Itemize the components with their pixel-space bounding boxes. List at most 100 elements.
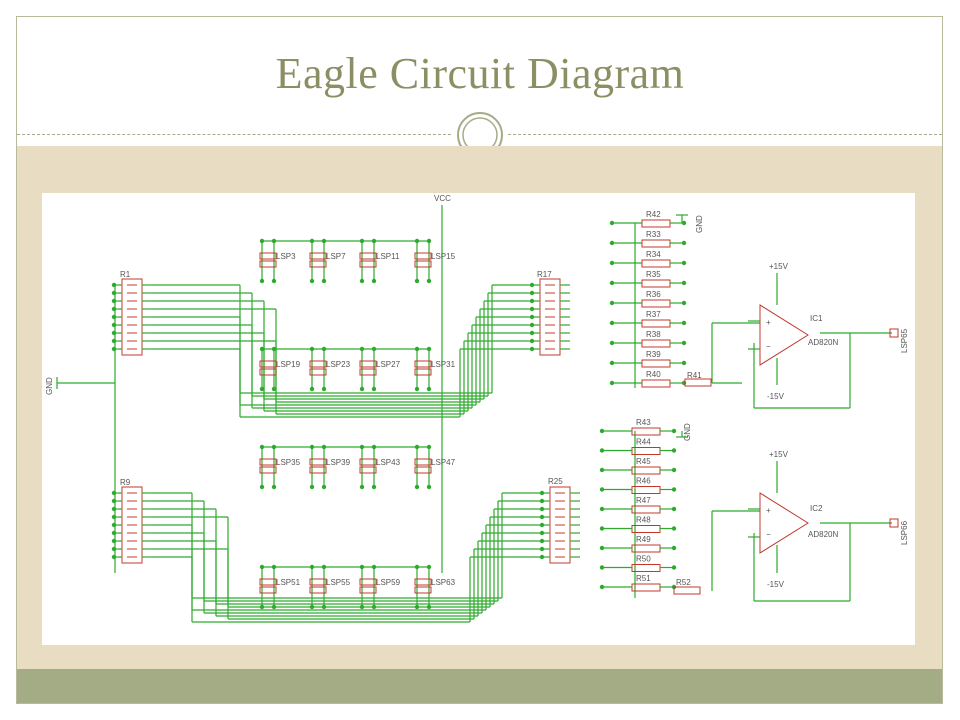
switch-label-lsp35: LSP35 <box>276 458 301 467</box>
switch-lsp7 <box>309 252 327 260</box>
resistor-r49 <box>631 544 661 553</box>
switch-label-lsp63: LSP63 <box>431 578 456 587</box>
ic1-label: IC1 <box>810 314 823 323</box>
gnd-bottom-label: GND <box>683 423 692 441</box>
lsp66-label: LSP66 <box>900 520 909 545</box>
connector-lsp65 <box>889 328 899 338</box>
r1-label: R1 <box>120 270 131 279</box>
footer-band <box>17 669 942 703</box>
resistor-r48 <box>631 525 661 533</box>
op-amp-ic1 <box>759 304 809 366</box>
resistor-label-r42: R42 <box>646 210 661 219</box>
ic1-vpos-label: +15V <box>769 262 789 271</box>
r9-label: R9 <box>120 478 131 487</box>
switch-label-lsp3: LSP3 <box>276 252 296 261</box>
switch-label-lsp7: LSP7 <box>326 252 346 261</box>
resistor-r41 <box>684 378 712 387</box>
resistor-r34 <box>641 259 671 268</box>
switch-label-lsp43: LSP43 <box>376 458 401 467</box>
resistor-r51 <box>631 583 661 592</box>
ic2-vneg-label: -15V <box>767 580 785 589</box>
resistor-r37 <box>641 319 671 328</box>
resistor-label-r45: R45 <box>636 457 651 466</box>
switch-lsp43 <box>359 458 377 466</box>
resistor-r46 <box>631 486 661 494</box>
switch-lsp27 <box>359 360 377 368</box>
r52-label: R52 <box>676 578 691 587</box>
resistor-r35 <box>641 279 671 288</box>
resistor-r45 <box>631 466 661 475</box>
switch-lsp23 <box>309 360 327 368</box>
resistor-label-r35: R35 <box>646 270 661 279</box>
ic2-label: IC2 <box>810 504 823 513</box>
resistor-r42 <box>641 219 671 228</box>
resistor-label-r39: R39 <box>646 350 661 359</box>
switch-label-lsp47: LSP47 <box>431 458 456 467</box>
resistor-label-r44: R44 <box>636 438 651 447</box>
resistor-label-r48: R48 <box>636 516 651 525</box>
resistor-r47 <box>631 505 661 514</box>
resistor-label-r36: R36 <box>646 290 661 299</box>
op-amp-ic2 <box>759 492 809 554</box>
resistor-label-r51: R51 <box>636 574 651 583</box>
connector-lsp66 <box>889 518 899 528</box>
lsp65-label: LSP65 <box>900 328 909 353</box>
resistor-r39 <box>641 359 671 368</box>
resistor-r52 <box>673 586 701 595</box>
resistor-r36 <box>641 299 671 308</box>
resistor-label-r37: R37 <box>646 310 661 319</box>
switch-label-lsp23: LSP23 <box>326 360 351 369</box>
switch-lsp63 <box>414 578 432 586</box>
gnd-left-label: GND <box>45 377 54 395</box>
gnd-top-label: GND <box>695 215 704 233</box>
switch-lsp47 <box>414 458 432 466</box>
slide-frame <box>16 16 943 704</box>
r41-label: R41 <box>687 371 702 380</box>
resistor-label-r38: R38 <box>646 330 661 339</box>
r25-label: R25 <box>548 477 563 486</box>
resistor-r40 <box>641 379 671 388</box>
switch-lsp19 <box>259 360 277 368</box>
resistor-r33 <box>641 239 671 248</box>
ic1-vneg-label: -15V <box>767 392 785 401</box>
switch-lsp51 <box>259 578 277 586</box>
switch-label-lsp27: LSP27 <box>376 360 401 369</box>
resistor-r50 <box>631 564 661 572</box>
resistor-label-r40: R40 <box>646 370 661 379</box>
switch-label-lsp59: LSP59 <box>376 578 401 587</box>
resistor-label-r43: R43 <box>636 418 651 427</box>
switch-label-lsp51: LSP51 <box>276 578 301 587</box>
switch-label-lsp19: LSP19 <box>276 360 301 369</box>
slide-title: Eagle Circuit Diagram <box>275 49 685 98</box>
resistor-label-r47: R47 <box>636 496 651 505</box>
resistor-r44 <box>631 447 661 455</box>
switch-label-lsp31: LSP31 <box>431 360 456 369</box>
svg-text:−: − <box>766 342 771 351</box>
svg-text:−: − <box>766 530 771 539</box>
svg-text:+: + <box>766 506 771 515</box>
svg-text:+: + <box>766 318 771 327</box>
switch-lsp3 <box>259 252 277 260</box>
ic1-part-label: AD820N <box>808 338 838 347</box>
switch-label-lsp11: LSP11 <box>376 252 400 261</box>
switch-lsp11 <box>359 252 377 260</box>
ic2-vpos-label: +15V <box>769 450 789 459</box>
switch-label-lsp15: LSP15 <box>431 252 456 261</box>
resistor-r43 <box>631 427 661 436</box>
switch-lsp35 <box>259 458 277 466</box>
switch-lsp15 <box>414 252 432 260</box>
r17-label: R17 <box>537 270 552 279</box>
switch-lsp59 <box>359 578 377 586</box>
resistor-label-r46: R46 <box>636 477 651 486</box>
vcc-label: VCC <box>434 194 451 203</box>
resistor-label-r34: R34 <box>646 250 661 259</box>
switch-lsp39 <box>309 458 327 466</box>
resistor-r38 <box>641 339 671 348</box>
switch-lsp55 <box>309 578 327 586</box>
switch-label-lsp39: LSP39 <box>326 458 351 467</box>
switch-lsp31 <box>414 360 432 368</box>
resistor-label-r49: R49 <box>636 535 651 544</box>
